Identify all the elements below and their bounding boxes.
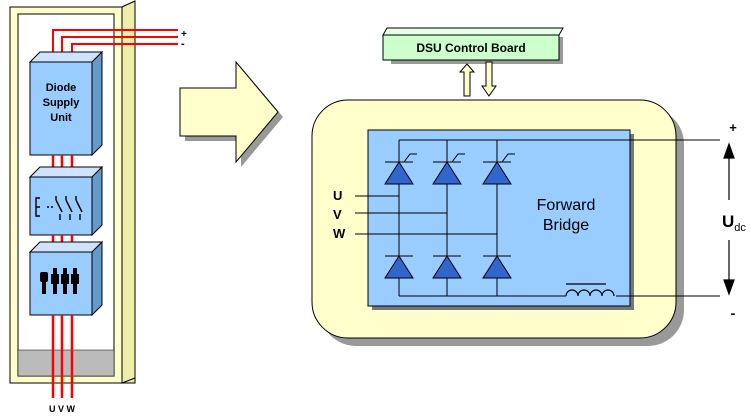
switch-symbol-icon [35, 196, 83, 220]
ac-input-lines [51, 315, 74, 398]
module-diode-supply-unit: Diode Supply Unit [28, 50, 104, 157]
forward-bridge: U V W Forward Bridge [311, 99, 720, 346]
cabinet-minus-label: - [181, 38, 185, 50]
bridge-panel [367, 129, 631, 307]
phase-label-v: V [333, 207, 342, 222]
diode-icon [432, 255, 462, 279]
thyristor-icon [482, 153, 515, 185]
module-label-line2: Supply [43, 97, 81, 109]
dc-minus-label: - [731, 305, 736, 321]
zoom-arrow [179, 60, 283, 167]
voltage-arrow [723, 142, 735, 296]
control-board: DSU Control Board [382, 27, 564, 97]
cabinet: + - Diode Supply Unit [9, 0, 187, 414]
inductor-icon [565, 283, 615, 297]
voltage-subscript: dc [734, 222, 746, 234]
module-label-line3: Unit [50, 112, 72, 124]
bridge-title-line2: Bridge [543, 217, 589, 234]
bridge-title-line1: Forward [537, 197, 596, 214]
control-board-label: DSU Control Board [416, 41, 525, 55]
cabinet-plus-label: + [181, 29, 187, 40]
thyristor-icon [384, 153, 417, 185]
thyristors-upper [384, 153, 515, 185]
diode-icon [482, 255, 512, 279]
module-switch [28, 165, 104, 237]
dc-output: + - Udc [722, 120, 746, 321]
dc-plus-label: + [729, 120, 737, 135]
phase-label-w: W [333, 226, 346, 241]
voltage-label: Udc [722, 212, 746, 234]
diodes-lower [384, 255, 512, 279]
module-fuses [28, 240, 104, 317]
thyristor-icon [432, 153, 465, 185]
module-label-line1: Diode [46, 82, 77, 94]
arrow-down-icon [481, 61, 497, 97]
arrow-up-icon [458, 63, 476, 97]
cabinet-phase-labels: U V W [49, 404, 76, 414]
diode-icon [384, 255, 414, 279]
control-board-box [382, 34, 560, 61]
fuse-symbol-icon [40, 268, 79, 294]
phase-label-u: U [333, 188, 342, 203]
